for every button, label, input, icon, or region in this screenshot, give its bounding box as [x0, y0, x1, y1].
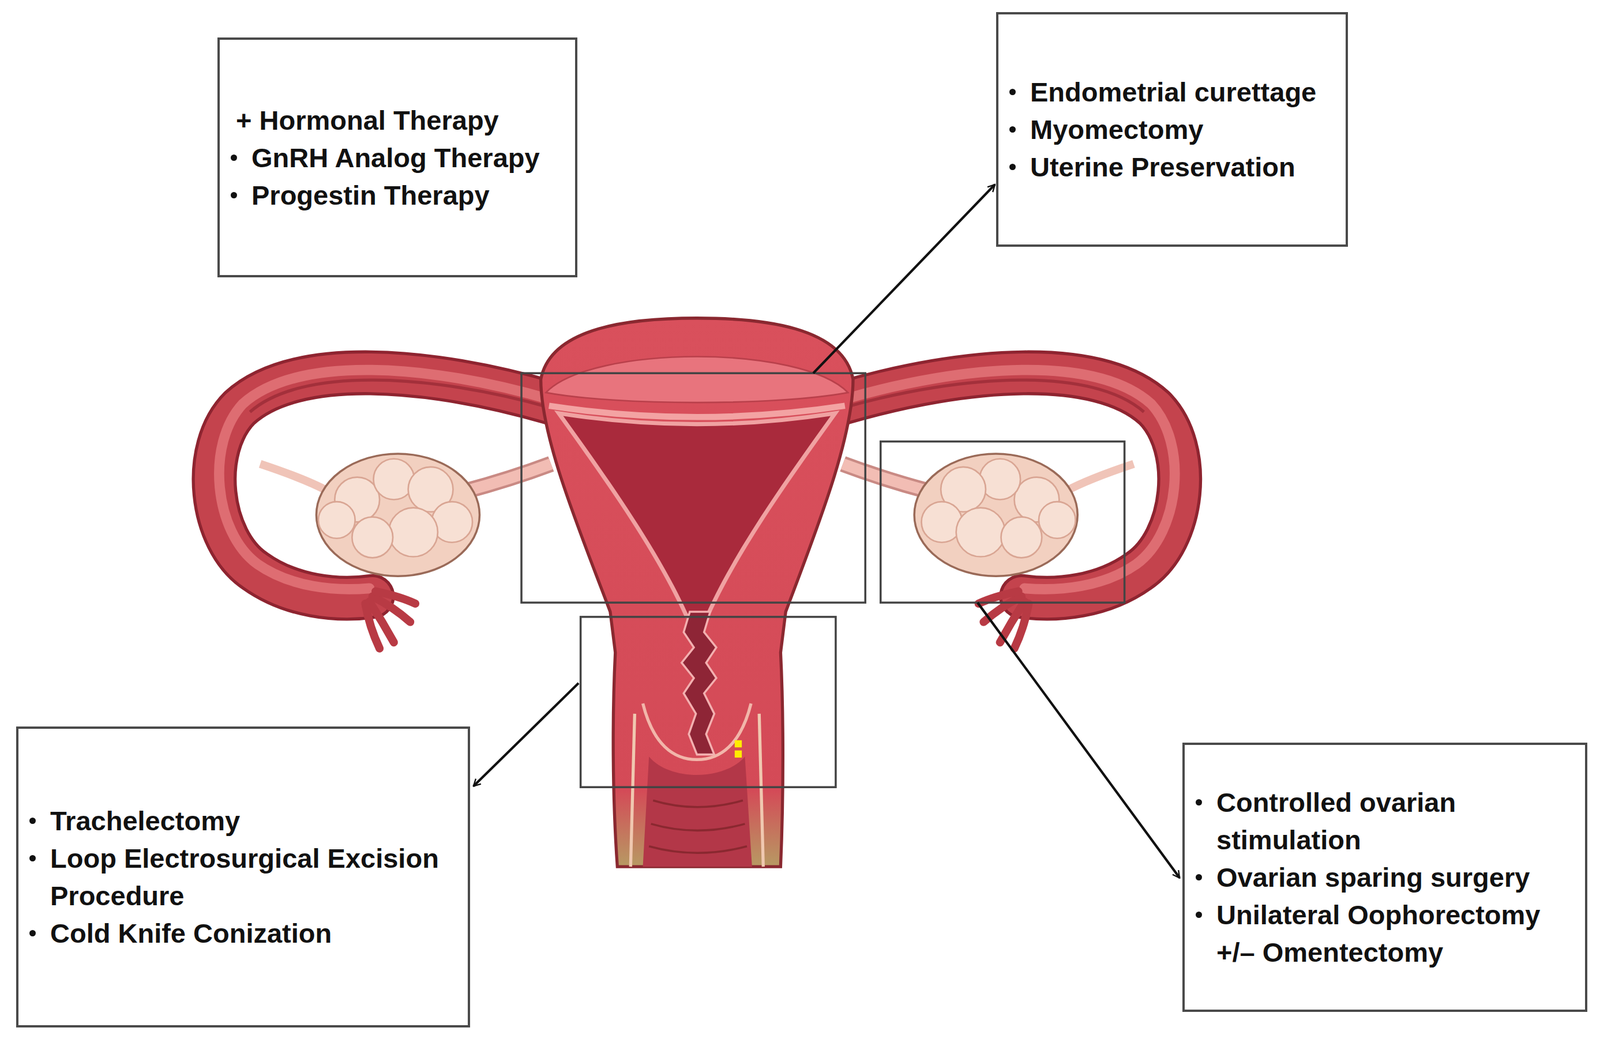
treatment-text: Endometrial curettage — [1030, 73, 1340, 111]
treatment-text: Myomectomy — [1030, 110, 1340, 149]
treatment-box: + Hormonal TherapyGnRH Analog TherapyPro… — [217, 37, 578, 278]
bullet-dot — [230, 154, 238, 161]
list-item: GnRH Analog Therapy — [219, 139, 570, 177]
treatment-text: Loop Electrosurgical Excision Procedure — [50, 839, 463, 915]
cervix-lips — [643, 703, 752, 760]
treatment-text: GnRH Analog Therapy — [251, 139, 570, 177]
lesion-mark — [734, 740, 742, 748]
list-item: Cold Knife Conization — [18, 914, 463, 953]
list-item: Controlled ovarian stimulation — [1184, 783, 1580, 859]
treatment-text: Trachelectomy — [50, 802, 463, 840]
treatment-text: Unilateral Oophorectomy +/– Omentectomy — [1216, 896, 1580, 972]
left-adnexa — [213, 370, 551, 649]
lesion-mark — [734, 750, 742, 758]
region-frames — [521, 373, 1125, 788]
pointer-arrow — [977, 602, 1180, 878]
uterine-cavity — [563, 416, 832, 615]
uterus-body — [541, 318, 854, 867]
endometrium — [563, 416, 832, 615]
right-adnexa — [842, 370, 1180, 649]
tube-band — [549, 406, 845, 418]
bullet-dot — [29, 817, 36, 825]
list-item: + Hormonal Therapy — [219, 101, 570, 140]
list-item: Myomectomy — [998, 110, 1340, 149]
list-item: Endometrial curettage — [998, 73, 1340, 111]
treatment-text: Uterine Preservation — [1030, 148, 1340, 186]
right-adnexa — [842, 370, 1180, 649]
list-item: Uterine Preservation — [998, 148, 1340, 186]
list-item: Ovarian sparing surgery — [1184, 858, 1580, 897]
fundus — [545, 356, 848, 403]
cervix-frame — [580, 617, 836, 788]
uterus-frame — [521, 373, 866, 603]
vaginal-wall — [759, 714, 764, 867]
bullet-dot — [1009, 126, 1016, 133]
left-adnexa — [213, 370, 551, 649]
treatment-text: Progestin Therapy — [251, 176, 570, 214]
treatment-box: Endometrial curettageMyomectomyUterine P… — [996, 12, 1348, 247]
rugae — [648, 800, 747, 854]
bullet-dot — [1195, 874, 1203, 881]
vaginal-wall — [630, 714, 635, 867]
bullet-dot — [1195, 799, 1203, 806]
ovary-frame — [880, 441, 1125, 603]
treatment-text: Cold Knife Conization — [50, 914, 463, 953]
pointer-arrow — [813, 184, 995, 374]
pointer-arrows — [473, 184, 1180, 879]
bullet-dot — [1009, 163, 1016, 171]
vaginal-lumen — [643, 756, 753, 867]
list-item: Progestin Therapy — [219, 176, 570, 214]
bullet-dot — [1195, 911, 1203, 919]
bullet-dot — [1009, 88, 1016, 96]
list-item: Trachelectomy — [18, 802, 463, 840]
bullet-dot — [29, 855, 36, 862]
bullet-dot — [230, 192, 238, 199]
treatment-text: + Hormonal Therapy — [235, 101, 570, 140]
uterus — [541, 318, 854, 867]
pointer-arrow — [473, 683, 579, 787]
list-item: Loop Electrosurgical Excision Procedure — [18, 839, 463, 915]
treatment-text: Ovarian sparing surgery — [1216, 858, 1580, 897]
bullet-dot — [29, 930, 36, 937]
treatment-text: Controlled ovarian stimulation — [1216, 783, 1580, 859]
list-item: Unilateral Oophorectomy +/– Omentectomy — [1184, 896, 1580, 972]
treatment-box: Controlled ovarian stimulationOvarian sp… — [1182, 742, 1588, 1013]
treatment-box: TrachelectomyLoop Electrosurgical Excisi… — [16, 726, 471, 1028]
cervical-canal — [681, 611, 717, 756]
